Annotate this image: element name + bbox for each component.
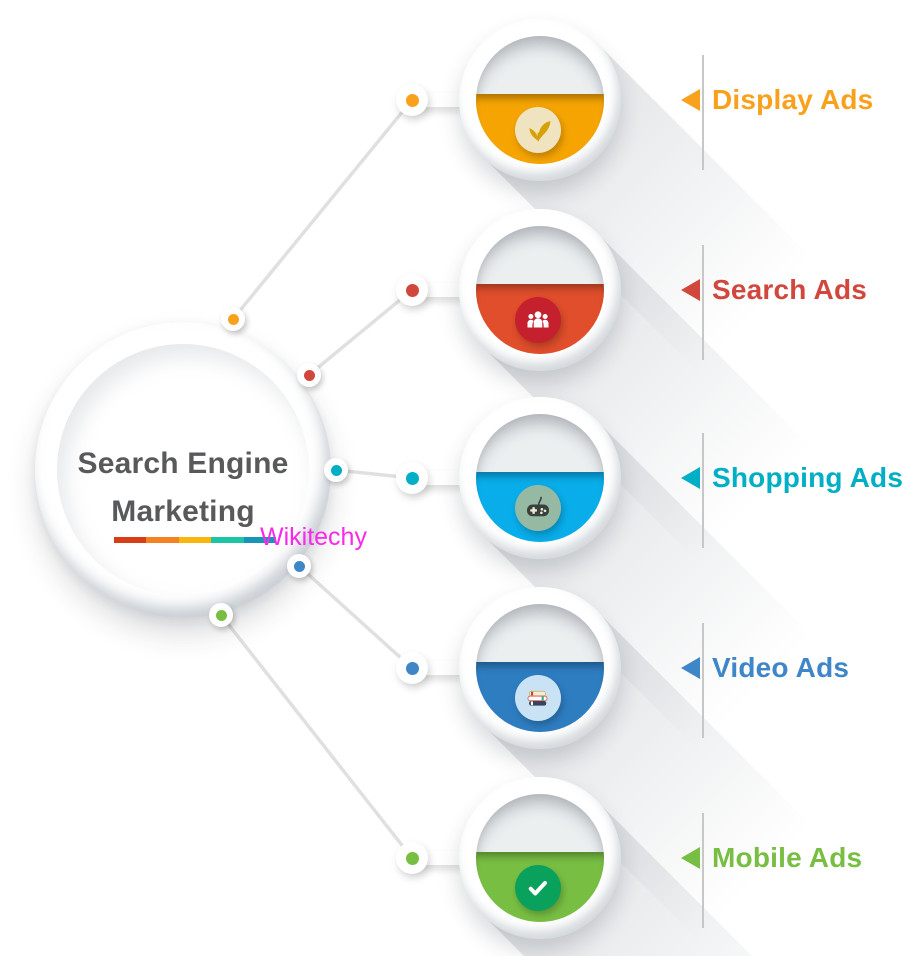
people-icon: [527, 311, 549, 328]
hub-peg-mobile: [209, 603, 233, 627]
arrow-left-icon: [681, 89, 700, 111]
underline-segment: [211, 537, 244, 543]
hub-peg-video: [287, 554, 311, 578]
check-icon-badge: [515, 865, 561, 911]
check-icon: [528, 881, 547, 896]
branch-label: Mobile Ads: [712, 842, 863, 873]
arrow-left-icon: [681, 657, 700, 679]
topic-circle-display: [459, 19, 621, 181]
connector-node: [396, 274, 428, 306]
people-icon-badge: [515, 297, 561, 343]
arrow-left-icon: [681, 279, 700, 301]
topic-circle-shopping: [459, 397, 621, 559]
branch-label: Video Ads: [712, 652, 850, 683]
underline-segment: [243, 537, 277, 543]
peg-dot: [215, 609, 227, 621]
connector-dot: [405, 661, 419, 675]
branch-label: Search Ads: [712, 274, 868, 305]
connector-node: [396, 842, 428, 874]
central-topic-title: Search Engine Marketing: [57, 440, 309, 536]
gamepad-icon-badge: [515, 485, 561, 531]
arrow-left-icon: [681, 847, 700, 869]
title-line-1: Search Engine: [77, 447, 289, 480]
branch-label: Shopping Ads: [712, 462, 904, 493]
peg-dot: [293, 560, 305, 572]
label-divider: [702, 55, 704, 170]
connector-dot: [405, 93, 419, 107]
leaf-icon-badge: [515, 107, 561, 153]
label-divider: [702, 623, 704, 738]
connector-node: [396, 652, 428, 684]
connector-node: [396, 84, 428, 116]
arrow-left-icon: [681, 467, 700, 489]
connector-dot: [405, 471, 419, 485]
connector-node: [396, 462, 428, 494]
topic-circle-mobile: [459, 777, 621, 939]
label-divider: [702, 433, 704, 548]
books-icon-badge: [515, 675, 561, 721]
title-underline-bar: [114, 537, 277, 543]
peg-dot: [330, 464, 342, 476]
connector-line: [231, 98, 414, 321]
connector-line: [297, 564, 414, 670]
topic-circle-search: [459, 209, 621, 371]
peg-dot: [303, 369, 315, 381]
title-line-2: Marketing: [111, 495, 255, 528]
underline-segment: [114, 537, 147, 543]
label-divider: [702, 245, 704, 360]
connector-line: [219, 613, 414, 860]
branch-label: Display Ads: [712, 84, 874, 115]
connector-dot: [405, 283, 419, 297]
connector-dot: [405, 851, 419, 865]
central-topic-circle: Search Engine Marketing: [35, 322, 331, 618]
books-icon: [527, 690, 548, 706]
gamepad-icon: [527, 496, 549, 517]
underline-segment: [146, 537, 179, 543]
connector-line: [307, 288, 414, 377]
leaf-icon: [529, 121, 551, 142]
underline-segment: [178, 537, 212, 543]
central-topic-inner: Search Engine Marketing: [57, 344, 309, 596]
label-divider: [702, 813, 704, 928]
hub-peg-display: [221, 307, 245, 331]
watermark-text: Wikitechy: [260, 523, 367, 551]
topic-circle-video: [459, 587, 621, 749]
hub-peg-search: [297, 363, 321, 387]
hub-peg-shopping: [324, 458, 348, 482]
peg-dot: [227, 313, 239, 325]
